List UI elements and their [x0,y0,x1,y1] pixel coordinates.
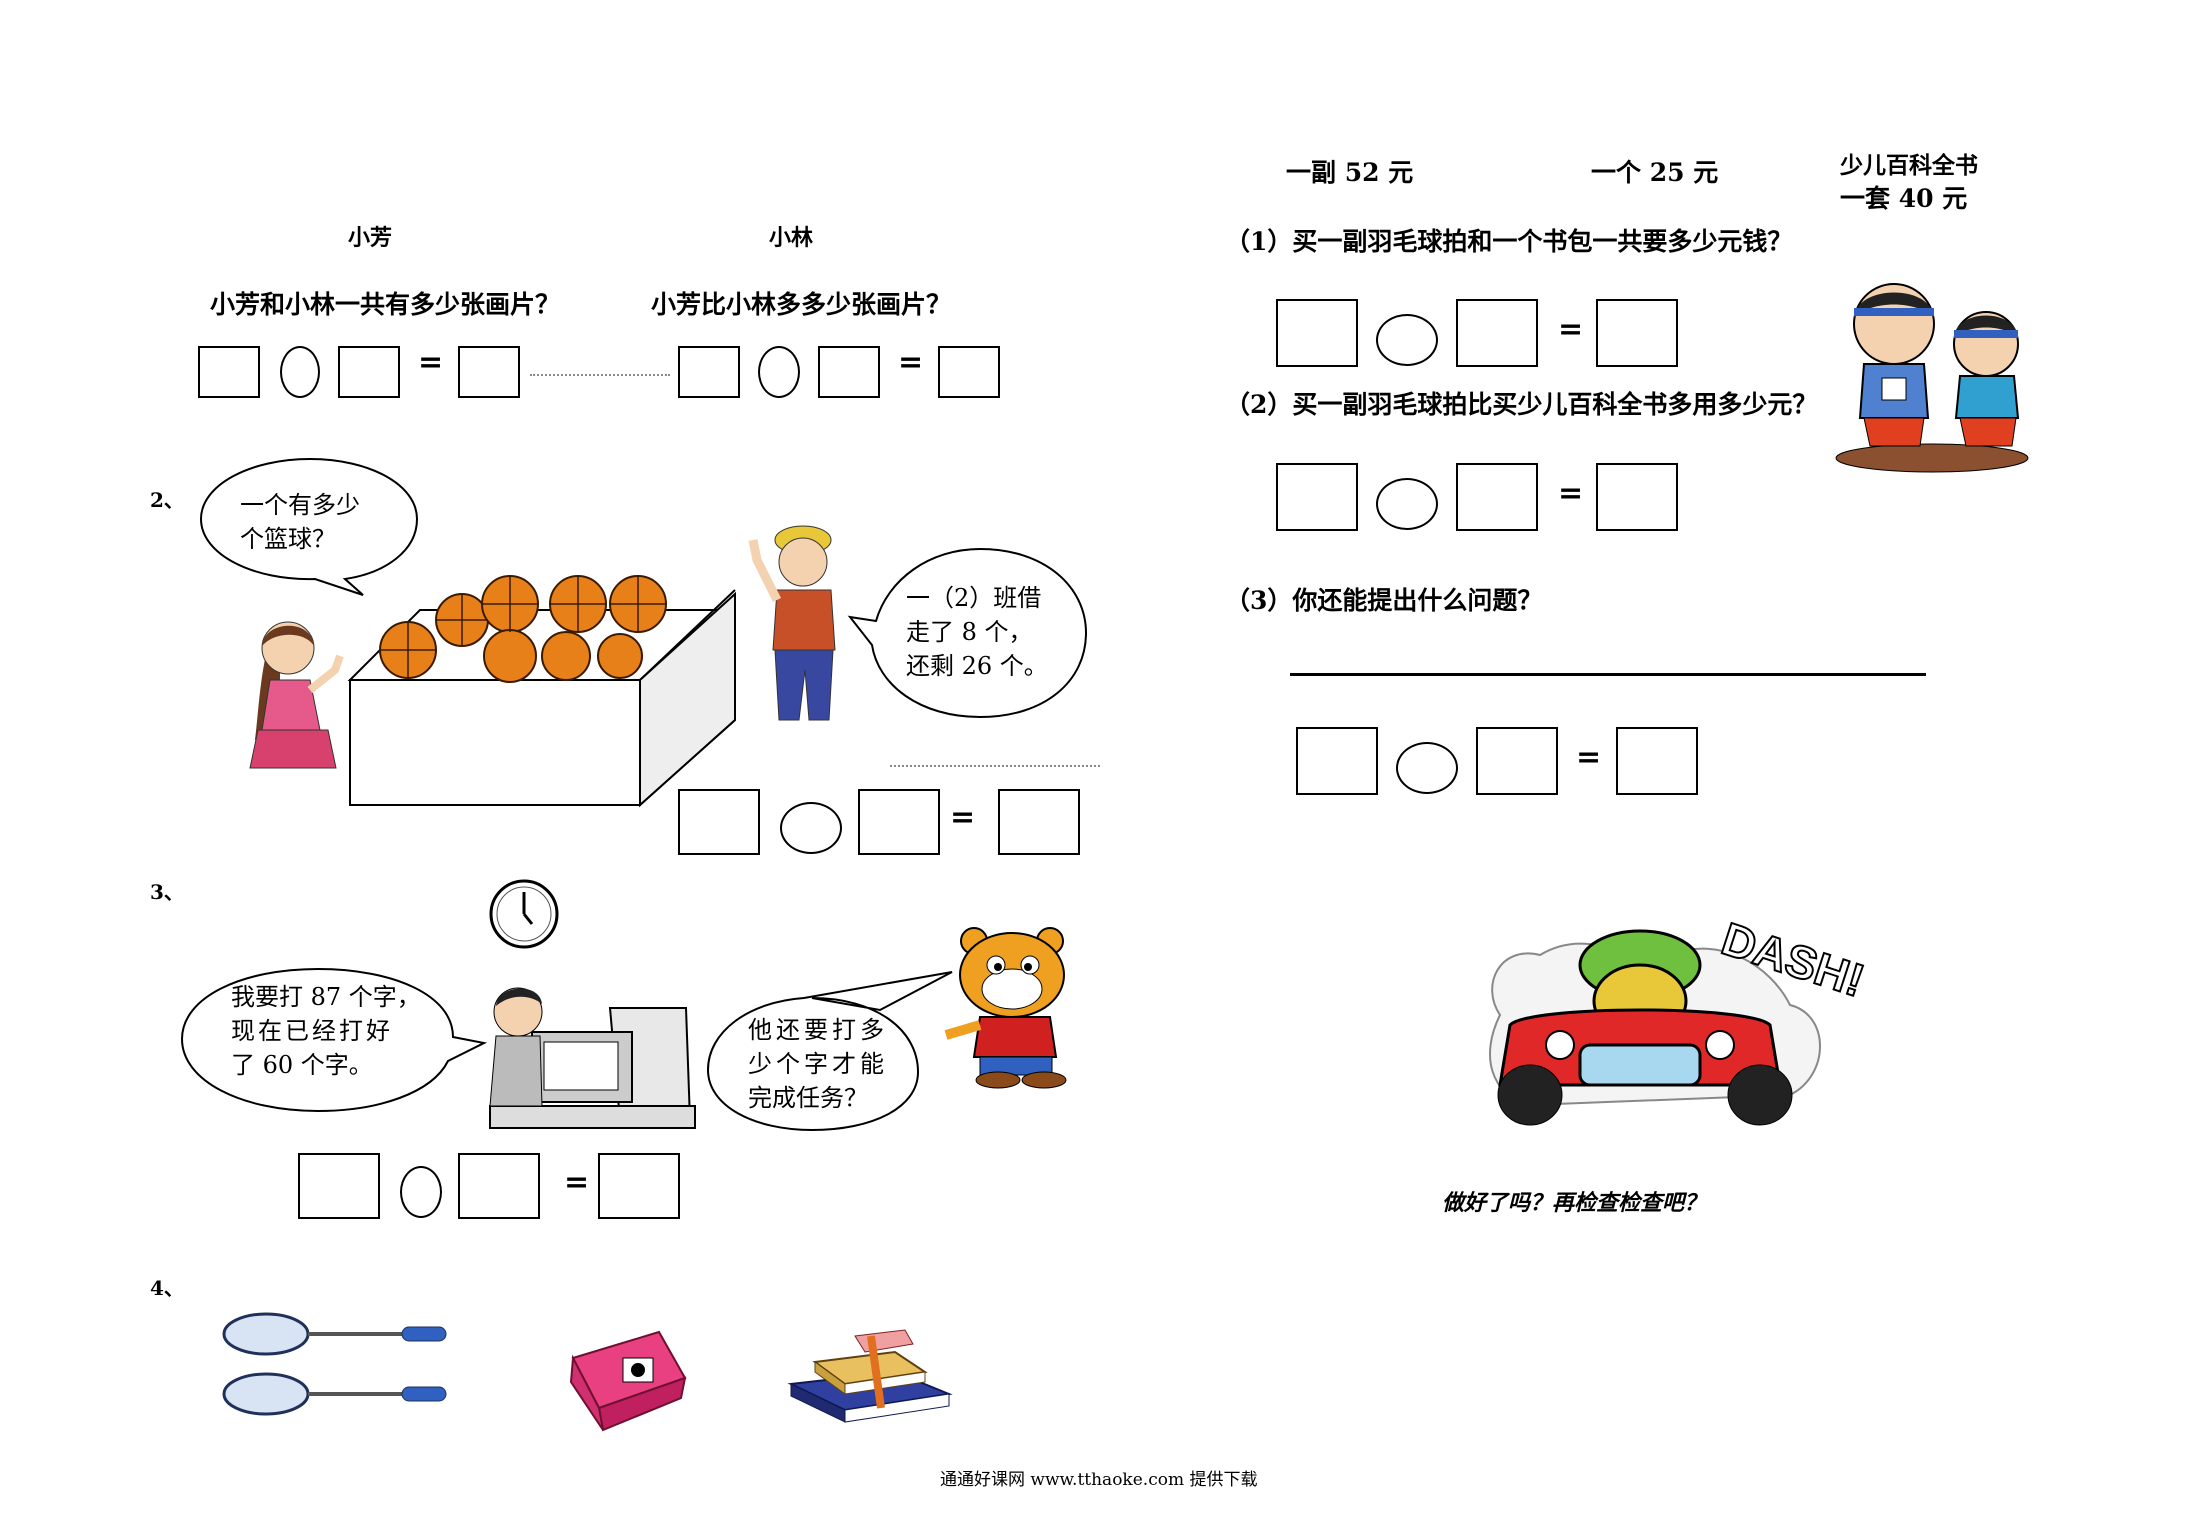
answer-box[interactable] [598,1153,680,1219]
answer-box[interactable] [818,346,880,398]
q1-question-left: 小芳和小林一共有多少张画片？ [210,290,561,319]
bubble-line: 现在已经打好 [231,1017,393,1045]
computer-user-illustration [489,987,696,1129]
answer-box[interactable] [1476,727,1558,795]
answer-box[interactable] [298,1153,380,1219]
badminton-racket-icon [222,1312,447,1416]
price-books-price: 一套 40 元 [1840,184,1968,213]
equals-sign: = [1558,312,1584,347]
equals-sign: = [950,800,976,835]
runners-illustration [1835,283,2029,473]
name-xiaofang: 小芳 [348,225,393,251]
bubble-line: 他还要打多 [748,1016,888,1044]
operator-oval[interactable] [758,346,800,398]
answer-box[interactable] [338,346,400,398]
answer-box[interactable] [998,789,1080,855]
q4-sub3: （3）你还能提出什么问题？ [1225,586,1543,615]
books-icon [787,1329,953,1423]
answer-box[interactable] [1276,299,1358,367]
closing-remark: 做好了吗？再检查检查吧？ [1442,1190,1707,1216]
speech-bubble [706,971,953,1132]
answer-box[interactable] [1456,299,1538,367]
operator-oval[interactable] [280,346,320,398]
equals-sign: = [898,345,924,380]
bubble-line: 一个有多少 [240,491,360,519]
speech-bubble [847,547,1088,719]
operator-oval[interactable] [1376,478,1438,530]
price-bag: 一个 25 元 [1591,158,1719,187]
question-number-3: 3、 [150,880,184,904]
question-number-2: 2、 [150,488,184,512]
answer-box[interactable] [458,1153,540,1219]
q4-sub1: （1）买一副羽毛球拍和一个书包一共要多少元钱？ [1225,227,1793,256]
speech-bubble [199,457,419,596]
operator-oval[interactable] [1376,314,1438,366]
answer-box[interactable] [1596,299,1678,367]
bubble-line: 还剩 26 个。 [906,652,1048,680]
answer-box[interactable] [1296,727,1378,795]
equals-sign: = [1576,740,1602,775]
operator-oval[interactable] [780,802,842,854]
basketballs [379,575,667,683]
dotted-separator [530,374,670,376]
dash-car-illustration: DASH! [1489,911,1871,1126]
bubble-line: 走了 8 个， [906,618,1033,646]
answer-box[interactable] [1456,463,1538,531]
bubble-line: 一（2）班借 [906,584,1042,612]
name-xiaolin: 小林 [769,225,814,251]
clock-icon [489,879,559,949]
equals-sign: = [418,345,444,380]
bubble-line: 完成任务？ [748,1084,868,1112]
equals-sign: = [564,1165,590,1200]
operator-oval[interactable] [1396,742,1458,794]
dotted-separator [890,765,1100,767]
answer-box[interactable] [458,346,520,398]
answer-box[interactable] [198,346,260,398]
girl-illustration [249,621,344,769]
q4-sub2: （2）买一副羽毛球拍比买少儿百科全书多用多少元？ [1225,390,1818,419]
answer-box[interactable] [1276,463,1358,531]
operator-oval[interactable] [400,1166,442,1218]
question-number-4: 4、 [150,1276,184,1300]
answer-box[interactable] [1616,727,1698,795]
bubble-line: 个篮球？ [240,525,336,553]
school-bag-icon [569,1330,687,1432]
answer-line[interactable] [1290,673,1926,676]
tiger-illustration [944,927,1067,1089]
answer-box[interactable] [678,789,760,855]
speech-bubble [180,967,488,1113]
answer-box[interactable] [938,346,1000,398]
answer-box[interactable] [1596,463,1678,531]
equals-sign: = [1558,476,1584,511]
q1-question-right: 小芳比小林多多少张画片？ [651,290,952,319]
price-racket: 一副 52 元 [1286,158,1414,187]
price-books-title: 少儿百科全书 [1840,152,1978,179]
footer-credit: 通通好课网 www.tthaoke.com 提供下载 [940,1470,1258,1490]
answer-box[interactable] [678,346,740,398]
bubble-line: 我要打 87 个字， [231,983,421,1011]
answer-box[interactable] [858,789,940,855]
bubble-line: 了 60 个字。 [231,1051,373,1079]
bubble-line: 少个字才能 [748,1050,888,1078]
boy-illustration [748,525,836,721]
